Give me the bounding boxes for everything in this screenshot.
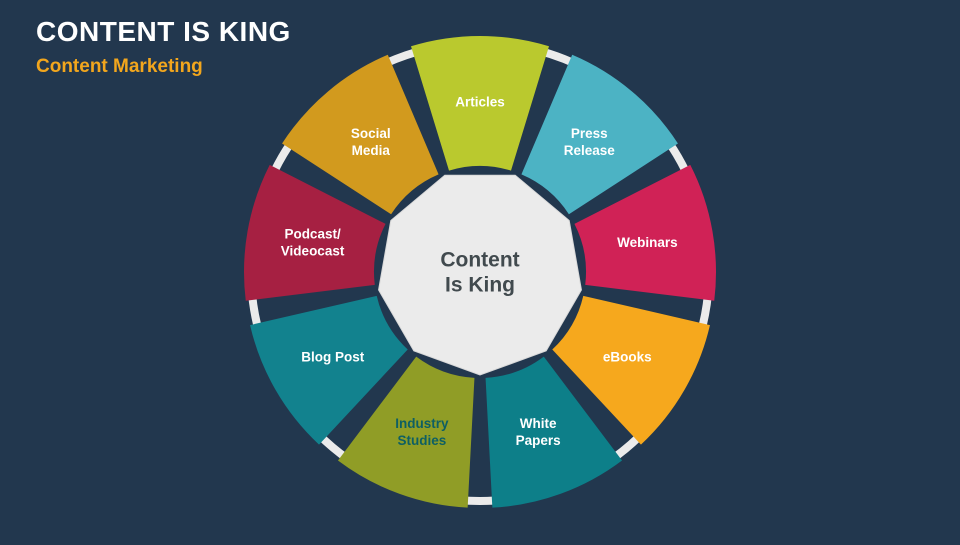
- segment-white-papers: [485, 356, 623, 508]
- segment-label-blog-post: Blog Post: [301, 350, 365, 365]
- segment-ebooks: [552, 295, 710, 445]
- center-polygon: [378, 174, 582, 376]
- segment-label-podcast-videocast: Podcast/Videocast: [281, 226, 345, 258]
- segment-label-webinars: Webinars: [617, 235, 678, 250]
- segment-label-articles: Articles: [455, 95, 505, 110]
- slide-header: CONTENT IS KING Content Marketing: [36, 16, 291, 78]
- segment-webinars: [574, 164, 716, 301]
- segment-blog-post: [250, 295, 408, 445]
- segment-press-release: [521, 54, 678, 215]
- slide-title: CONTENT IS KING: [36, 16, 291, 47]
- segment-articles: [411, 35, 549, 171]
- slide-subtitle: Content Marketing: [36, 56, 203, 78]
- segment-social-media: [282, 54, 439, 215]
- segment-podcast-videocast: [244, 164, 386, 301]
- segment-industry-studies: [337, 356, 475, 508]
- segment-label-ebooks: eBooks: [603, 350, 652, 365]
